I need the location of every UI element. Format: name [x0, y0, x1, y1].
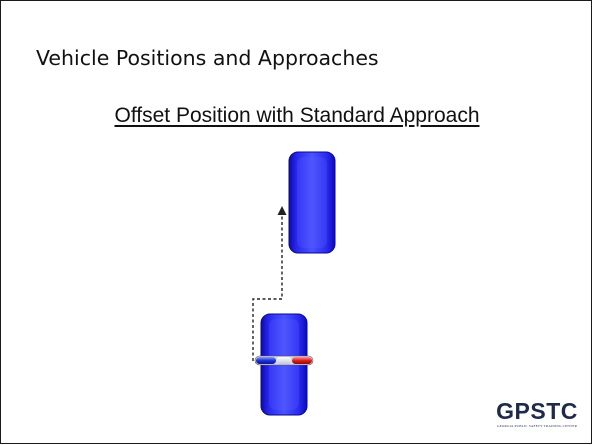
gpstc-logo: GPSTC GEORGIA PUBLIC SAFETY TRAINING CEN…: [489, 399, 585, 429]
logo-wordmark: GPSTC: [496, 398, 578, 424]
patrol-vehicle: [254, 313, 314, 416]
slide-title: Vehicle Positions and Approaches: [36, 46, 379, 70]
suspect-vehicle: [288, 151, 336, 254]
slide-subtitle: Offset Position with Standard Approach: [114, 104, 480, 127]
arrow-head-icon: [277, 206, 287, 215]
approach-path: [252, 206, 287, 361]
light-bar: [254, 355, 314, 366]
logo-tagline: GEORGIA PUBLIC SAFETY TRAINING CENTER: [496, 424, 578, 428]
